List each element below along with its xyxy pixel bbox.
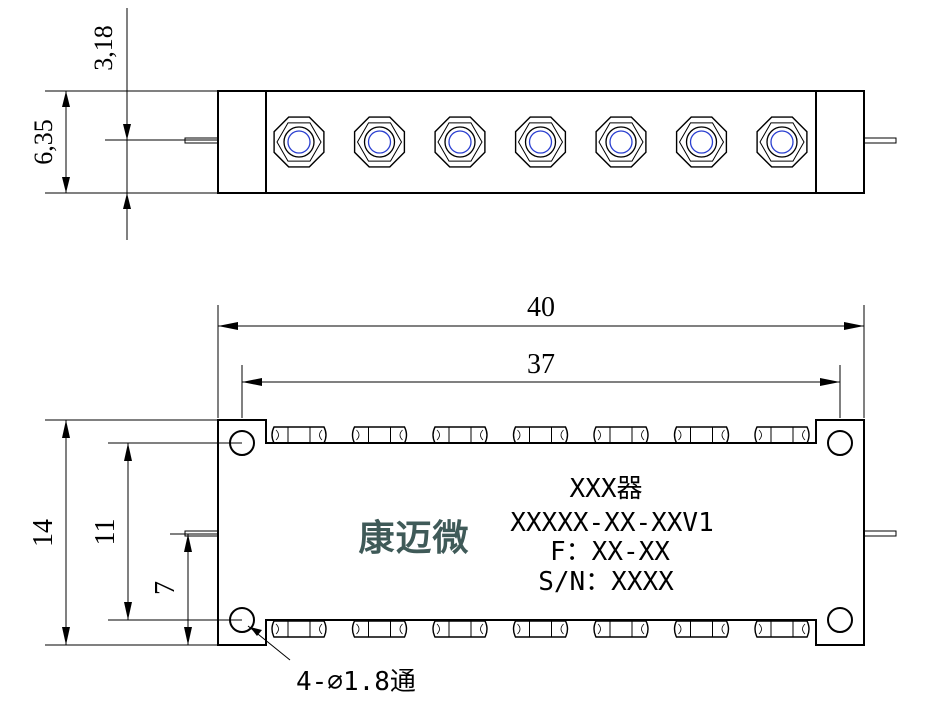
hex-nut-bottom-6: [673, 620, 730, 638]
mounting-hole-bottom-left: [229, 607, 255, 633]
front-body-outline: [217, 419, 865, 646]
sma-connector-7: [756, 116, 808, 168]
label-line-3: F：XX-XX: [550, 537, 670, 567]
sma-connector-3: [434, 116, 486, 168]
sma-connector-5: [595, 116, 647, 168]
top-right-pin: [863, 137, 897, 144]
hex-nut-top-2: [351, 426, 408, 444]
hex-nut-top-3: [432, 426, 488, 444]
hex-nut-bottom-7: [754, 620, 810, 638]
dim-label-7: 7: [150, 581, 181, 595]
sma-connector-1: [273, 116, 325, 168]
dim-label-11: 11: [90, 519, 121, 546]
mounting-hole-bottom-right: [827, 607, 853, 633]
hex-nut-bottom-2: [351, 620, 408, 638]
dim-label-14: 14: [28, 519, 59, 547]
sma-connector-2: [353, 116, 406, 168]
dim-label-6-35: 6,35: [29, 119, 58, 165]
label-line-4: S/N：XXXX: [538, 567, 674, 597]
hex-nut-bottom-3: [432, 620, 488, 638]
hex-nuts-top: [271, 426, 810, 444]
dim-label-3-18: 3,18: [89, 25, 118, 71]
mounting-hole-top-left: [229, 430, 255, 456]
sma-connector-4: [514, 116, 567, 168]
hex-nut-top-4: [512, 426, 569, 444]
front-left-pin: [184, 530, 219, 537]
hex-nut-bottom-5: [593, 620, 649, 638]
label-line-1: XXX器: [570, 474, 643, 504]
dim-label-40: 40: [527, 292, 555, 323]
sma-connector-6: [675, 116, 728, 168]
hex-nut-bottom-4: [512, 620, 569, 638]
hex-nut-top-1: [271, 426, 327, 444]
front-view: 40 37 14 11 7: [28, 292, 897, 697]
hex-nut-top-5: [593, 426, 649, 444]
front-right-pin: [863, 530, 897, 537]
mounting-hole-top-right: [827, 430, 853, 456]
top-view: 6,35 3,18: [29, 8, 897, 240]
top-connectors: [273, 116, 808, 168]
hex-nuts-bottom: [271, 620, 810, 638]
label-line-2: XXXXX-XX-XXV1: [510, 508, 714, 538]
dim-label-37: 37: [527, 349, 555, 380]
brand-logo: 康迈微: [358, 517, 469, 559]
hex-nut-top-6: [673, 426, 730, 444]
hex-nut-top-7: [754, 426, 810, 444]
hole-note: 4-∅1.8通: [296, 667, 416, 697]
hex-nut-bottom-1: [271, 620, 327, 638]
top-left-pin: [184, 137, 219, 144]
